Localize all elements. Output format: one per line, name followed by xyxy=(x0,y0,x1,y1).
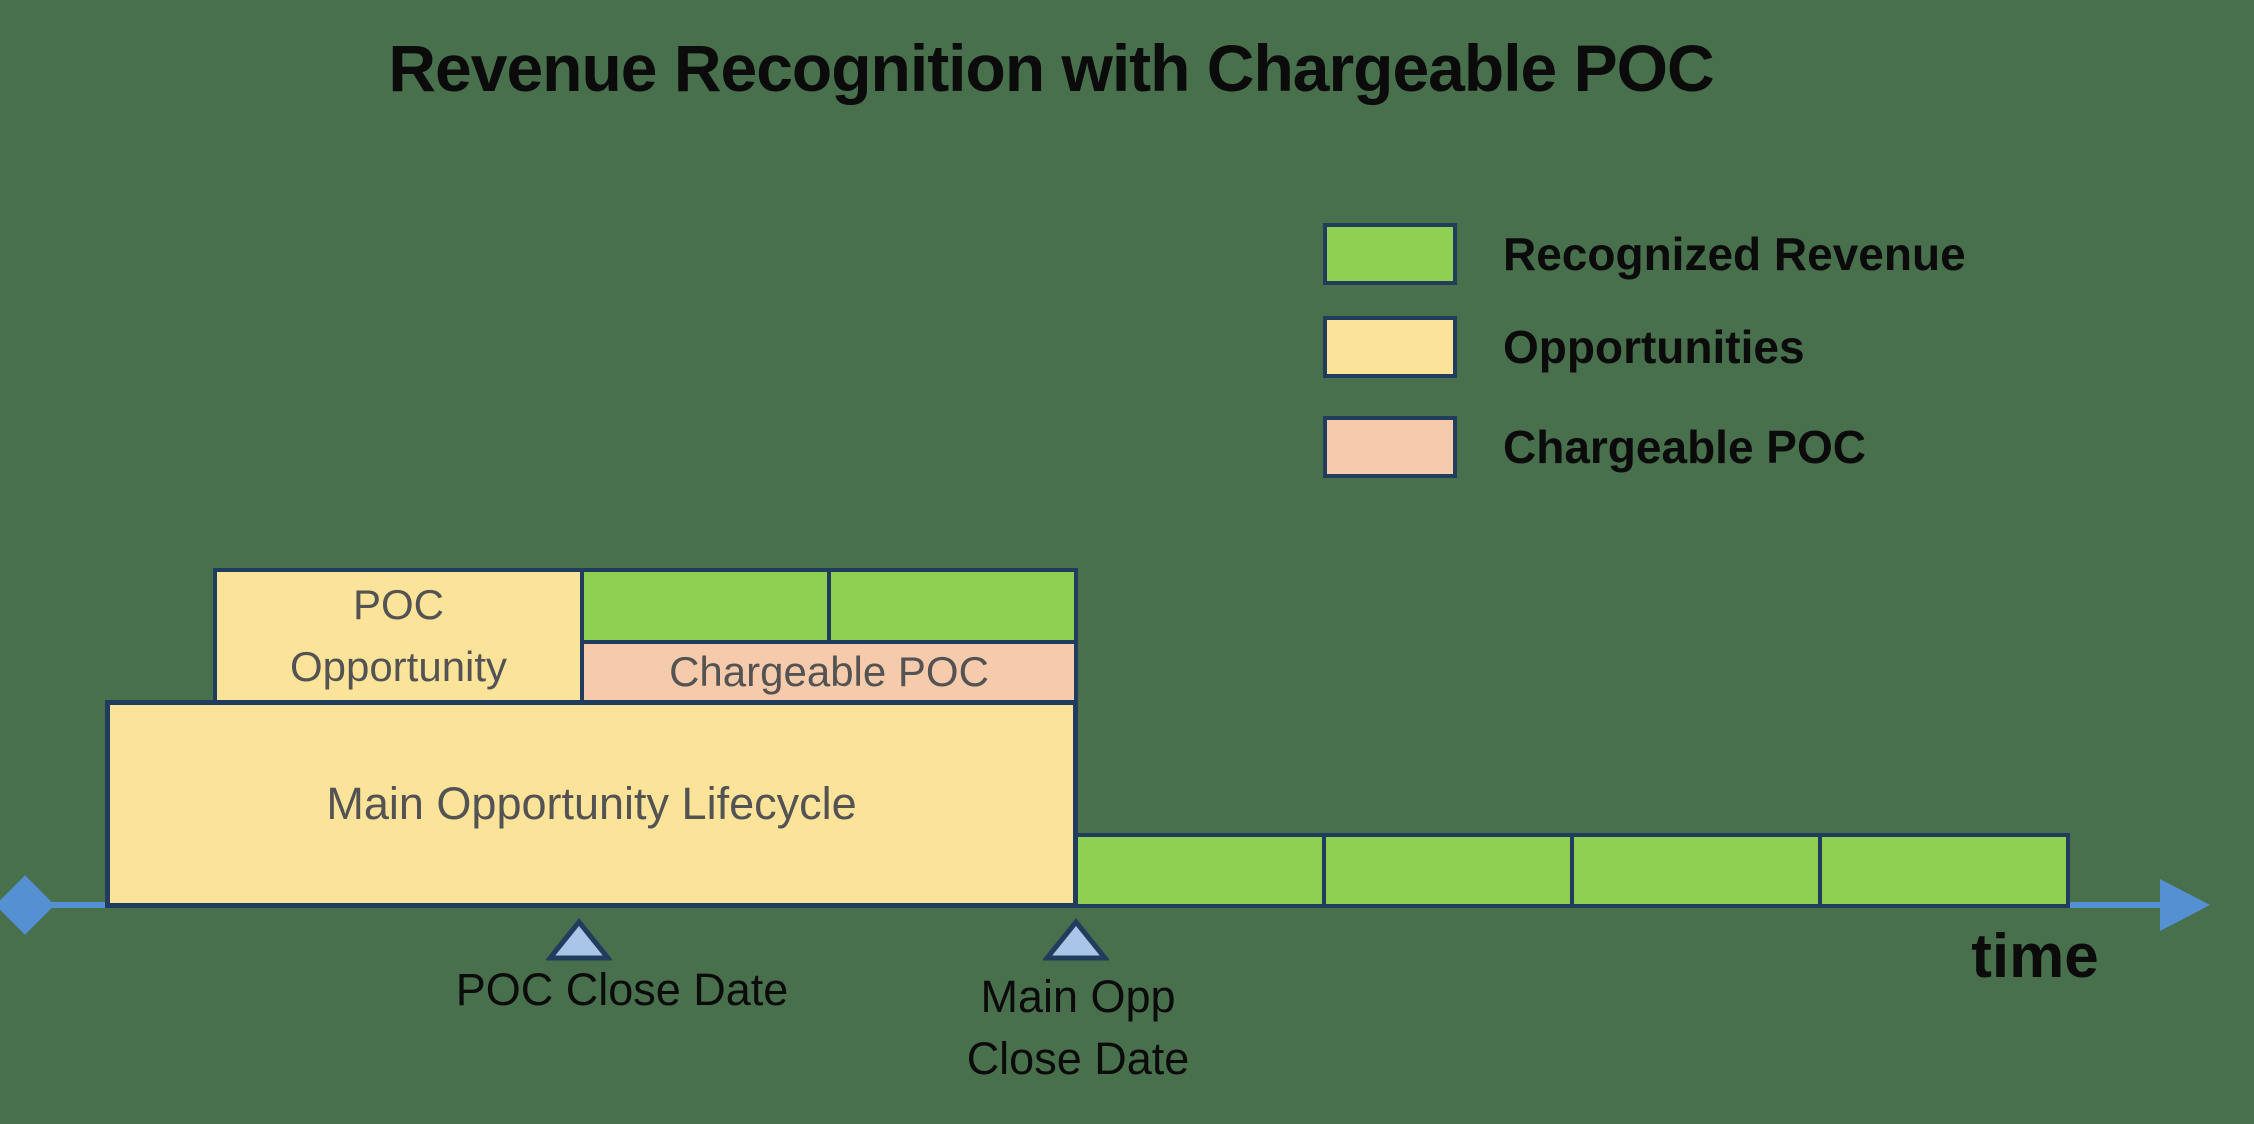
legend-label: Chargeable POC xyxy=(1503,421,1866,473)
poc-close-date-marker-icon xyxy=(546,918,612,961)
poc-close-date-label: POC Close Date xyxy=(455,964,789,1015)
main-opp-close-date-line2: Close Date xyxy=(966,1033,1190,1084)
recognized-revenue-top-row xyxy=(580,568,1078,644)
chargeable-poc-box: Chargeable POC xyxy=(580,640,1078,704)
timeline-arrowhead-icon xyxy=(2160,879,2210,931)
legend-item-chargeable-poc: Chargeable POC xyxy=(1323,416,1866,478)
legend-swatch-chargeable-poc xyxy=(1323,416,1457,478)
recognized-revenue-segment xyxy=(827,568,1078,644)
legend-swatch-opportunities xyxy=(1323,316,1457,378)
main-opp-close-date-marker-icon xyxy=(1043,918,1109,961)
main-opp-close-date-label: Main Opp Close Date xyxy=(878,966,1278,1090)
recognized-revenue-segment xyxy=(1570,833,1822,908)
page-title: Revenue Recognition with Chargeable POC xyxy=(388,31,1714,105)
recognized-revenue-segment xyxy=(1074,833,1326,908)
legend-item-recognized-revenue: Recognized Revenue xyxy=(1323,223,1966,285)
legend-label: Recognized Revenue xyxy=(1503,228,1966,280)
legend-label: Opportunities xyxy=(1503,321,1805,373)
poc-opportunity-box: POC Opportunity xyxy=(213,568,584,704)
recognized-revenue-segment xyxy=(1818,833,2070,908)
recognized-revenue-bottom-row xyxy=(1074,833,2070,908)
poc-opportunity-label-line1: POC xyxy=(352,581,444,628)
chargeable-poc-label: Chargeable POC xyxy=(669,648,989,695)
main-opp-close-date-line1: Main Opp xyxy=(980,971,1176,1022)
main-opportunity-lifecycle-box: Main Opportunity Lifecycle xyxy=(105,700,1078,908)
poc-opportunity-label-line2: Opportunity xyxy=(289,643,508,690)
recognized-revenue-segment xyxy=(1322,833,1574,908)
main-opportunity-label: Main Opportunity Lifecycle xyxy=(326,778,857,829)
legend-item-opportunities: Opportunities xyxy=(1323,316,1805,378)
recognized-revenue-segment xyxy=(580,568,831,644)
legend-swatch-recognized-revenue xyxy=(1323,223,1457,285)
time-axis-label: time xyxy=(1971,922,2099,991)
